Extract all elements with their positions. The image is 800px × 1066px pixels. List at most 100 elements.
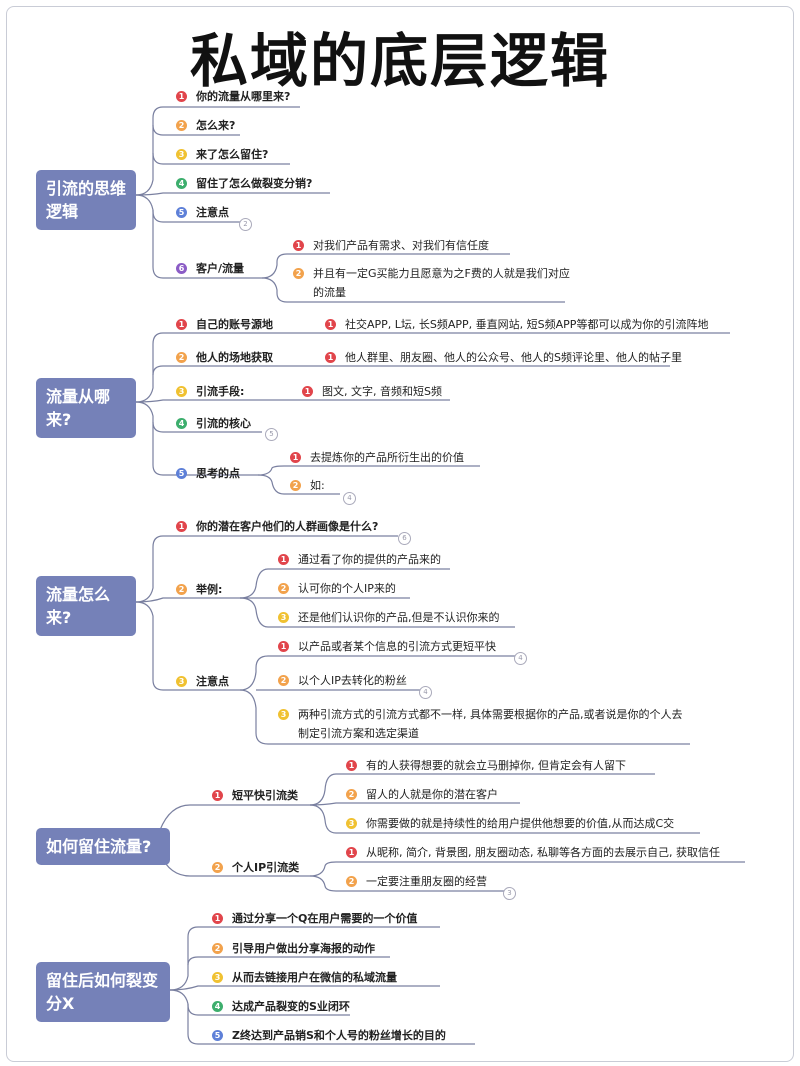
number-badge: 4 <box>212 1000 223 1012</box>
node-text: 他人群里、朋友圈、他人的公众号、他人的S频评论里、他人的帖子里 <box>345 351 682 364</box>
section-label: 流量怎么来? <box>46 585 111 627</box>
node-text: 以产品或者某个信息的引流方式更短平快 <box>298 640 496 653</box>
node-text: 社交APP, L坛, 长S频APP, 垂直网站, 短S频APP等都可以成为你的引… <box>345 318 709 331</box>
number-badge: 2 <box>278 674 289 686</box>
node-fast-method: 1 以产品或者某个信息的引流方式更短平快 <box>278 635 496 657</box>
number-badge: 2 <box>176 583 187 595</box>
node-example: 2 如: <box>290 474 325 496</box>
node-text: 两种引流方式的引流方式都不一样, 具体需要根据你的产品,或者说是你的个人去制定引… <box>298 708 683 740</box>
number-badge: 1 <box>212 912 223 924</box>
number-badge: 3 <box>176 385 187 397</box>
node-potential-customer: 2 留人的人就是你的潜在客户 <box>346 783 498 805</box>
node-text: 并且有一定G买能力且愿意为之F费的人就是我们对应的流量 <box>313 267 570 299</box>
node-text: 引流的核心 <box>196 417 251 430</box>
node-text: 通过分享一个Q在用户需要的一个价值 <box>232 912 418 925</box>
number-badge: 2 <box>212 861 223 873</box>
node-how-come: 2 怎么来? <box>176 114 235 136</box>
number-badge: 2 <box>176 119 187 131</box>
section-label: 留住后如何裂变分X <box>46 971 159 1013</box>
section-thinking-logic: 引流的思维逻辑 <box>36 170 136 230</box>
node-delete-you: 1 有的人获得想要的就会立马删掉你, 但肯定会有人留下 <box>346 754 626 776</box>
section-label: 流量从哪来? <box>46 387 111 429</box>
node-text: 注意点 <box>196 675 229 688</box>
number-badge: 5 <box>176 206 187 218</box>
number-badge: 3 <box>176 675 187 687</box>
node-text: 一定要注重朋友圈的经营 <box>366 875 487 888</box>
node-extract-value: 1 去提炼你的产品所衍生出的价值 <box>290 446 464 468</box>
collapsed-count-badge[interactable]: 6 <box>398 532 411 545</box>
collapsed-count-badge[interactable]: 5 <box>265 428 278 441</box>
number-badge: 2 <box>346 788 357 800</box>
number-badge: 2 <box>290 479 301 491</box>
node-text: 有的人获得想要的就会立马删掉你, 但肯定会有人留下 <box>366 759 626 772</box>
node-text: 怎么来? <box>196 119 236 132</box>
number-badge: 1 <box>176 90 187 102</box>
node-social-apps: 1 社交APP, L坛, 长S频APP, 垂直网站, 短S频APP等都可以成为你的… <box>325 313 708 335</box>
node-text: 留人的人就是你的潜在客户 <box>366 788 498 801</box>
node-text: 举例: <box>196 583 223 596</box>
number-badge: 1 <box>325 318 336 330</box>
number-badge: 1 <box>176 318 187 330</box>
section-traffic-source: 流量从哪来? <box>36 378 136 438</box>
node-text: 你的潜在客户他们的人群画像是什么? <box>196 520 379 533</box>
collapsed-count-badge[interactable]: 3 <box>503 887 516 900</box>
number-badge: 3 <box>212 971 223 983</box>
number-badge: 1 <box>290 451 301 463</box>
number-badge: 1 <box>325 351 336 363</box>
number-badge: 2 <box>212 942 223 954</box>
node-text: 客户/流量 <box>196 262 245 275</box>
collapsed-count-badge[interactable]: 2 <box>239 218 252 231</box>
number-badge: 6 <box>176 262 187 274</box>
node-text: 思考的点 <box>196 467 240 480</box>
node-moments: 2 一定要注重朋友圈的经营 <box>346 870 487 892</box>
node-via-ip: 2 认可你的个人IP来的 <box>278 577 396 599</box>
node-text: 从昵称, 简介, 背景图, 朋友圈动态, 私聊等各方面的去展示自己, 获取信任 <box>366 846 720 859</box>
node-text: 他人的场地获取 <box>196 351 273 364</box>
number-badge: 1 <box>346 846 357 858</box>
node-own-accounts: 1 自己的账号源地 <box>176 313 273 335</box>
node-text: 自己的账号源地 <box>196 318 273 331</box>
collapsed-count-badge[interactable]: 4 <box>419 686 432 699</box>
node-text: 从而去链接用户在微信的私域流量 <box>232 971 397 984</box>
node-text: 图文, 文字, 音频和短S频 <box>322 385 442 398</box>
section-retain-traffic: 如何留住流量? <box>36 828 170 865</box>
number-badge: 1 <box>278 640 289 652</box>
node-text: 短平快引流类 <box>232 789 298 802</box>
number-badge: 1 <box>346 759 357 771</box>
collapsed-count-badge[interactable]: 4 <box>343 492 356 505</box>
node-text: 你的流量从哪里来? <box>196 90 291 103</box>
node-text: 通过看了你的提供的产品来的 <box>298 553 441 566</box>
number-badge: 4 <box>176 177 187 189</box>
node-text: 对我们产品有需求、对我们有信任度 <box>313 239 489 252</box>
section-label: 引流的思维逻辑 <box>46 179 127 221</box>
number-badge: 3 <box>176 148 187 160</box>
node-text: 来了怎么留住? <box>196 148 269 161</box>
collapsed-count-badge[interactable]: 4 <box>514 652 527 665</box>
page-frame <box>6 6 794 1062</box>
node-customer-traffic: 6 客户/流量 <box>176 257 244 279</box>
number-badge: 1 <box>293 239 304 251</box>
number-badge: 2 <box>278 582 289 594</box>
node-text: 认可你的个人IP来的 <box>298 582 396 595</box>
number-badge: 2 <box>293 268 304 279</box>
node-text: 去提炼你的产品所衍生出的价值 <box>310 451 464 464</box>
node-text: 如: <box>310 479 325 492</box>
node-others-groups: 1 他人群里、朋友圈、他人的公众号、他人的S频评论里、他人的帖子里 <box>325 346 682 368</box>
node-text: 还是他们认识你的产品,但是不认识你来的 <box>298 611 500 624</box>
number-badge: 3 <box>278 611 289 623</box>
number-badge: 2 <box>346 875 357 887</box>
node-buying-power: 2 并且有一定G买能力且愿意为之F费的人就是我们对应的流量 <box>293 264 573 302</box>
number-badge: 5 <box>212 1029 223 1041</box>
section-viral-after-retain: 留住后如何裂变分X <box>36 962 170 1022</box>
